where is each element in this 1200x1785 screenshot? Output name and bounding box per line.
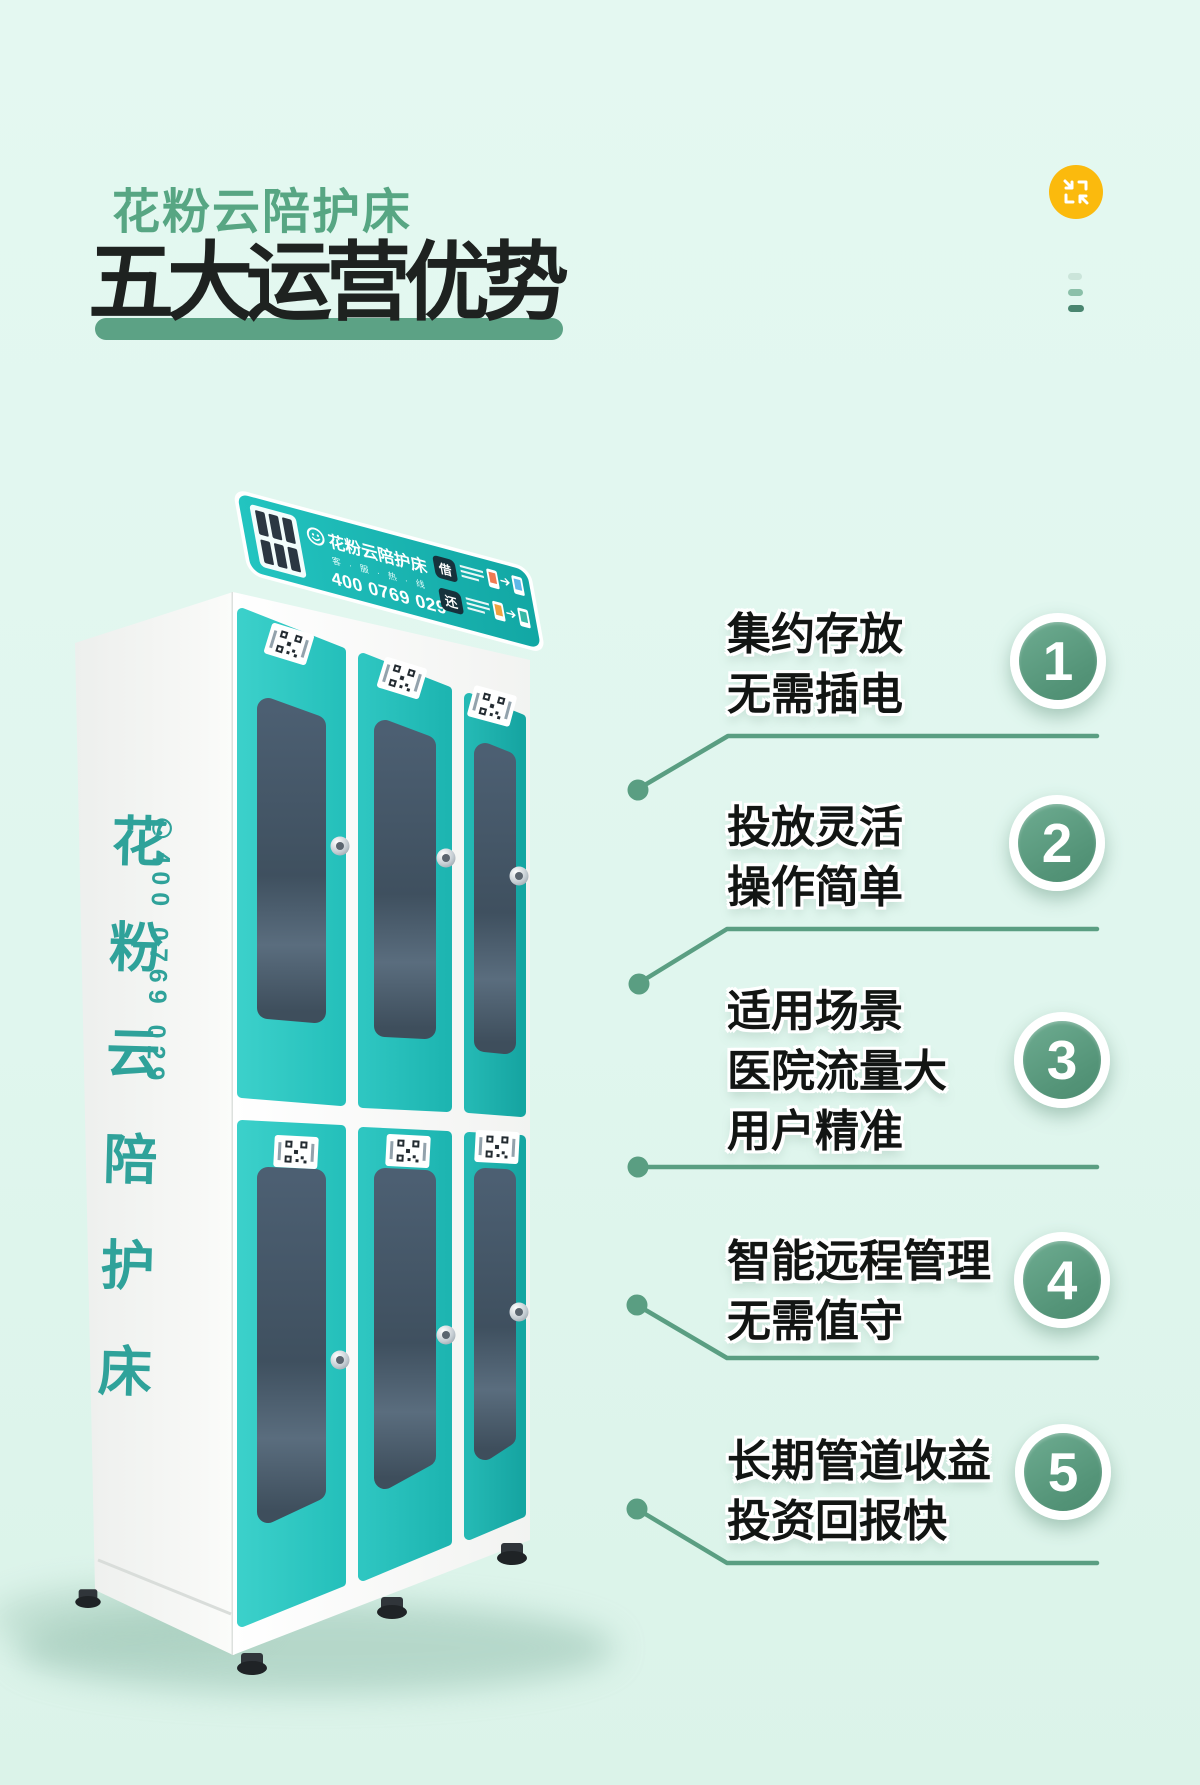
connector-dots [626, 779, 650, 1520]
advantage-line: 投放灵活 [727, 803, 903, 852]
connector-lines [634, 733, 1100, 1566]
advantage-3-number-badge: 3 [1014, 1012, 1110, 1108]
sign-logo-icon [306, 527, 325, 546]
advantage-5-text: 长期管道收益 投资回报快 [727, 1432, 991, 1552]
advantage-4-text: 智能远程管理 无需值守 [727, 1232, 991, 1352]
resize-arrows-icon [1049, 165, 1103, 219]
cabinet-side-phone-number: 400 0769 029 [140, 850, 176, 1088]
advantage-line: 无需插电 [727, 670, 903, 719]
phone-icon: ✆ [147, 814, 176, 851]
advantage-line: 操作简单 [727, 863, 903, 912]
advantage-line: 医院流量大 [727, 1047, 947, 1096]
advantage-3-text: 适用场景 医院流量大 用户精准 [727, 982, 947, 1162]
brand-subtitle: 花粉云陪护床 [112, 186, 413, 239]
decorative-dash-light [1068, 273, 1082, 280]
title-underline-bar [95, 318, 563, 340]
advantage-line: 投资回报快 [727, 1497, 947, 1546]
advantage-line: 智能远程管理 [727, 1237, 991, 1286]
advantage-line: 集约存放 [727, 610, 903, 659]
advantage-1-number-badge: 1 [1010, 613, 1106, 709]
advantage-line: 适用场景 [727, 987, 903, 1036]
decorative-dash-dark [1068, 305, 1084, 312]
advantage-4-number-badge: 4 [1014, 1232, 1110, 1328]
decorative-dash-medium [1068, 289, 1083, 296]
sign-borrow-badge: 借 [437, 561, 453, 579]
advantage-2-number-badge: 2 [1009, 795, 1105, 891]
door-windows [257, 698, 516, 1523]
advantage-line: 长期管道收益 [727, 1437, 991, 1486]
page-title: 五大运营优势 [88, 235, 569, 331]
advantage-2-text: 投放灵活 操作简单 [727, 798, 903, 918]
sign-slots-diagram [249, 504, 307, 578]
sign-return-badge: 还 [443, 593, 460, 612]
advantage-1-text: 集约存放 无需插电 [727, 605, 903, 725]
advantage-5-number-badge: 5 [1015, 1424, 1111, 1520]
advantage-line: 用户精准 [727, 1107, 903, 1156]
advantage-line: 无需值守 [727, 1297, 903, 1346]
